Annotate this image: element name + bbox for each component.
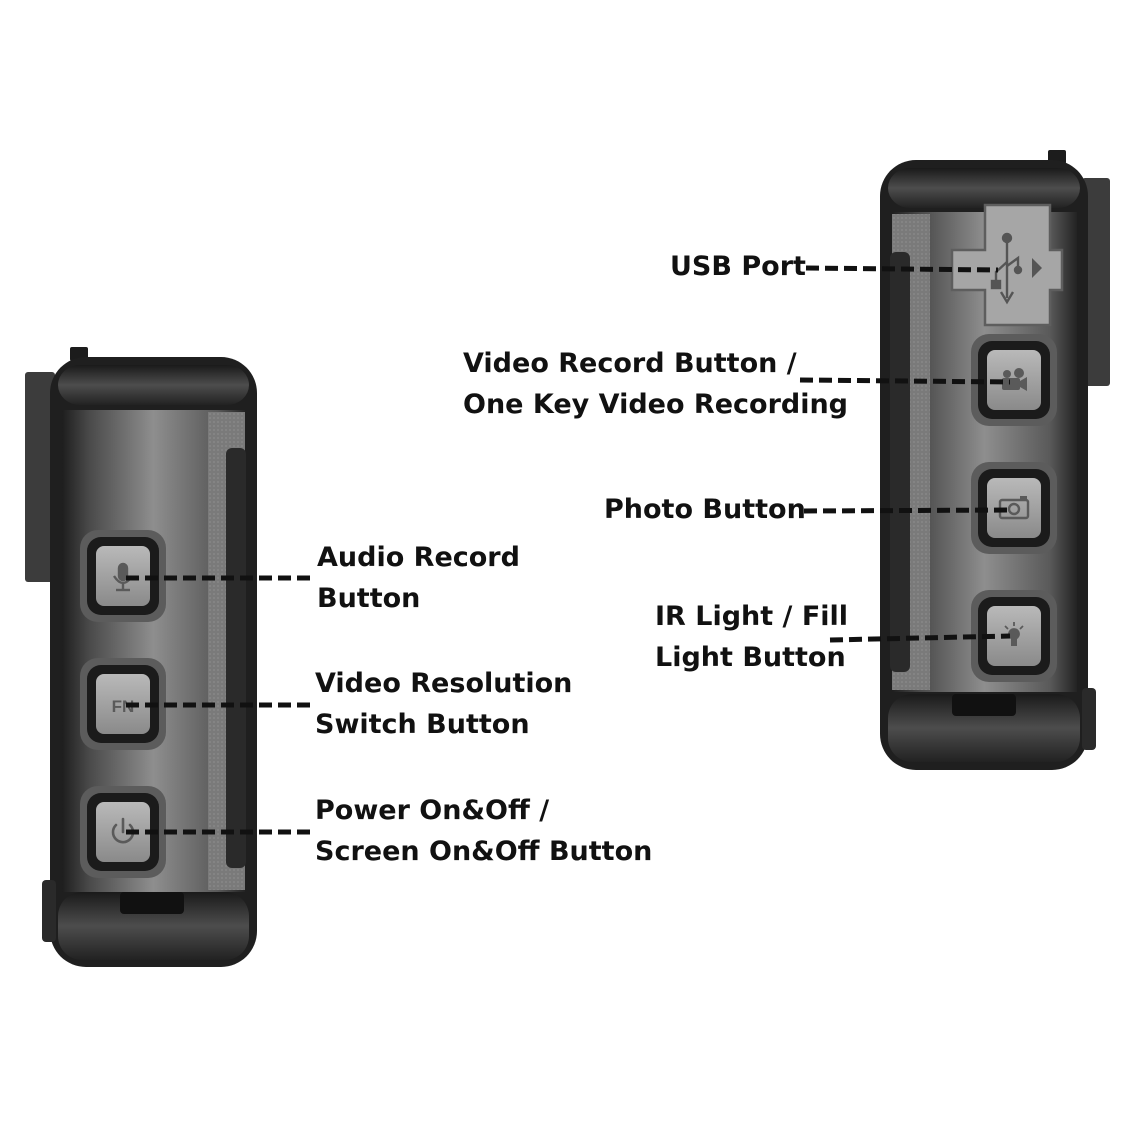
left-side-slot <box>226 448 246 868</box>
callout-video-record-line2: One Key Video Recording <box>463 389 849 420</box>
power-button[interactable] <box>80 786 166 878</box>
callout-video-resolution-line2: Switch Button <box>315 709 530 740</box>
callout-power-line1: Power On&Off / <box>315 795 550 826</box>
callout-audio-record-line2: Button <box>317 583 421 614</box>
leader-lines <box>126 265 1011 835</box>
callout-power: Power On&Off / Screen On&Off Button <box>315 790 652 872</box>
right-side-slot <box>890 252 910 672</box>
leader-photo <box>803 507 1011 514</box>
left-bottom-tab <box>42 880 56 942</box>
callout-video-record: Video Record Button / One Key Video Reco… <box>463 343 848 425</box>
fn-label: FN <box>112 697 135 716</box>
fn-button[interactable]: FN <box>80 658 166 750</box>
leader-usb-port <box>805 265 999 273</box>
right-clip <box>1082 178 1110 386</box>
callout-ir-light: IR Light / Fill Light Button <box>655 596 848 678</box>
left-device: FN <box>25 347 257 967</box>
ir-light-button[interactable] <box>971 590 1057 682</box>
right-device <box>880 150 1110 770</box>
right-bottom-notch <box>952 694 1016 716</box>
callout-usb-port: USB Port <box>670 246 806 287</box>
left-clip <box>25 372 55 582</box>
right-bottom-tab <box>1082 688 1096 750</box>
photo-button[interactable] <box>971 462 1057 554</box>
callout-photo-line1: Photo Button <box>604 494 806 525</box>
callout-audio-record-line1: Audio Record <box>317 542 520 573</box>
left-bottom-cap <box>58 892 249 960</box>
callout-video-resolution-line1: Video Resolution <box>315 668 573 699</box>
left-bottom-notch <box>120 892 184 914</box>
audio-record-button[interactable] <box>80 530 166 622</box>
callout-power-line2: Screen On&Off Button <box>315 836 653 867</box>
callout-photo: Photo Button <box>604 489 806 530</box>
left-top-cap <box>58 365 249 405</box>
bulb-icon <box>1004 622 1024 646</box>
usb-port-cover[interactable] <box>950 203 1064 327</box>
callout-audio-record: Audio Record Button <box>317 537 520 619</box>
callout-usb-port-line1: USB Port <box>670 251 806 282</box>
callout-ir-light-line2: Light Button <box>655 642 846 673</box>
right-top-cap <box>888 168 1080 208</box>
callout-video-record-line1: Video Record Button / <box>463 348 797 379</box>
callout-video-resolution: Video Resolution Switch Button <box>315 663 572 745</box>
callout-ir-light-line1: IR Light / Fill <box>655 601 849 632</box>
video-record-button[interactable] <box>971 334 1057 426</box>
leader-video-record <box>799 377 1011 385</box>
video-camera-icon <box>1002 368 1027 391</box>
leader-ir-light <box>829 633 1011 643</box>
right-bottom-cap <box>888 694 1080 762</box>
